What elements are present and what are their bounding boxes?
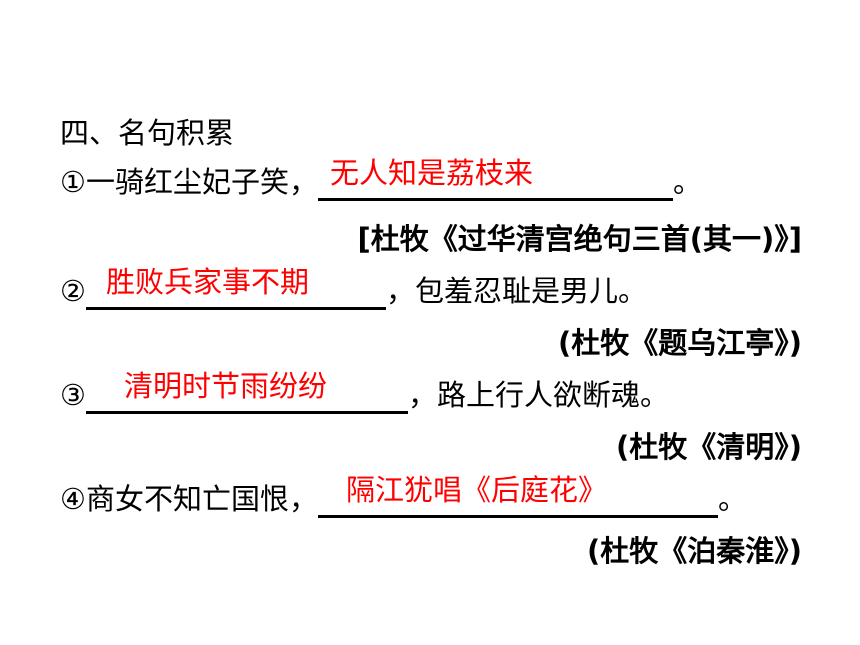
answer-text: 清明时节雨纷纷 [124,369,328,403]
quote-item-4: ④商女不知亡国恨， 隔江犹唱《后庭花》 。 [60,473,748,518]
quote-source-4: (杜牧《泊秦淮》) [586,534,802,568]
quote-prefix: ①一骑红尘妃子笑， [60,165,318,199]
quote-item-1: ①一骑红尘妃子笑， 无人知是荔枝来 。 [60,156,703,201]
quote-source-2: (杜牧《题乌江亭》) [557,326,802,360]
quote-prefix: ④商女不知亡国恨， [60,482,318,516]
answer-text: 无人知是荔枝来 [330,156,534,190]
answer-blank: 清明时节雨纷纷 [86,369,408,414]
answer-blank: 无人知是荔枝来 [318,156,673,201]
quote-suffix: ，路上行人欲断魂。 [408,378,670,412]
quote-suffix: ，包羞忍耻是男儿。 [386,274,648,308]
answer-blank: 胜败兵家事不期 [86,265,386,310]
quote-source-3: (杜牧《清明》) [615,430,802,464]
quote-prefix: ② [60,274,86,308]
section-heading: 四、名句积累 [60,116,235,150]
quote-suffix: 。 [718,482,748,516]
quote-suffix: 。 [673,165,703,199]
answer-blank: 隔江犹唱《后庭花》 [318,473,718,518]
answer-text: 隔江犹唱《后庭花》 [346,473,608,507]
quote-source-1: [杜牧《过华清宫绝句三首(其一)》] [357,222,802,256]
quote-prefix: ③ [60,378,86,412]
answer-text: 胜败兵家事不期 [106,265,310,299]
quote-item-2: ② 胜败兵家事不期 ，包羞忍耻是男儿。 [60,265,648,310]
quote-item-3: ③ 清明时节雨纷纷 ，路上行人欲断魂。 [60,369,670,414]
